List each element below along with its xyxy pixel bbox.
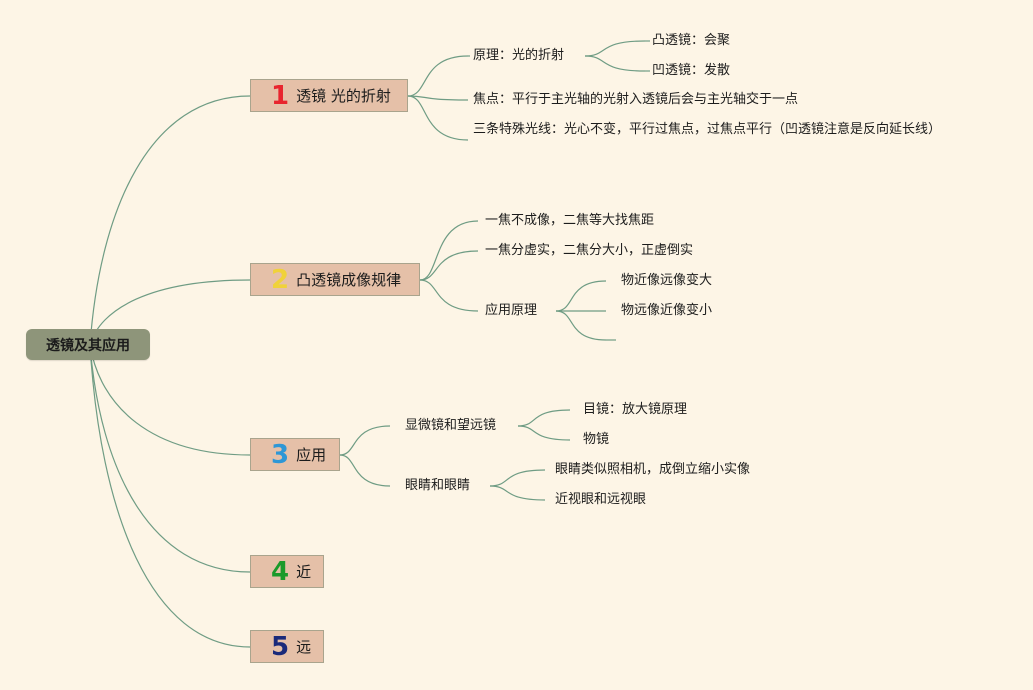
topic-farther-smaller[interactable]: 物远像近像变小 bbox=[621, 303, 713, 318]
branch-3-label: 应用 bbox=[296, 446, 327, 464]
branch-4-label: 近 bbox=[296, 563, 312, 581]
link-b2-rule1 bbox=[419, 220, 479, 281]
link-principle-concave bbox=[584, 55, 646, 72]
link-scope-eyepiece bbox=[517, 409, 571, 427]
branch-2[interactable]: 2 凸透镜成像规律 bbox=[250, 263, 420, 296]
link-eyes-camera bbox=[489, 469, 546, 487]
branch-3[interactable]: 3 应用 bbox=[250, 438, 340, 471]
topic-rule-1[interactable]: 一焦不成像，二焦等大找焦距 bbox=[485, 213, 655, 228]
branch-5[interactable]: 5 远 bbox=[250, 630, 324, 663]
link-eyes-myopia bbox=[489, 485, 546, 501]
link-root-branch-5 bbox=[89, 344, 251, 648]
link-root-branch-4 bbox=[89, 344, 251, 573]
topic-eyepiece[interactable]: 目镜：放大镜原理 bbox=[583, 402, 688, 417]
link-b2-rule2 bbox=[419, 250, 479, 281]
link-b1-principle bbox=[407, 55, 469, 97]
link-scope-objective bbox=[517, 425, 571, 441]
link-b1-focus bbox=[407, 95, 469, 101]
link-root-branch-3 bbox=[89, 344, 251, 456]
topic-myopia-hyperopia[interactable]: 近视眼和远视眼 bbox=[555, 492, 647, 507]
number-1-badge: 1 bbox=[271, 80, 290, 111]
topic-convex-converge[interactable]: 凸透镜：会聚 bbox=[652, 33, 731, 48]
branch-1[interactable]: 1 透镜 光的折射 bbox=[250, 79, 408, 112]
link-principle-convex bbox=[584, 40, 646, 57]
branch-2-label: 凸透镜成像规律 bbox=[296, 271, 402, 289]
root-topic[interactable]: 透镜及其应用 bbox=[26, 329, 150, 360]
link-app-closer bbox=[555, 280, 607, 312]
link-app-empty bbox=[555, 310, 607, 341]
number-2-badge: 2 bbox=[271, 264, 290, 295]
link-root-branch-1 bbox=[89, 95, 251, 346]
topic-focus[interactable]: 焦点：平行于主光轴的光射入透镜后会与主光轴交于一点 bbox=[473, 92, 799, 107]
number-4-badge: 4 bbox=[271, 556, 290, 587]
link-b3-eyes bbox=[339, 454, 391, 487]
topic-rule-2[interactable]: 一焦分虚实，二焦分大小，正虚倒实 bbox=[485, 243, 694, 258]
number-5-badge: 5 bbox=[271, 631, 290, 662]
topic-eye-camera[interactable]: 眼睛类似照相机，成倒立缩小实像 bbox=[555, 462, 751, 477]
branch-5-label: 远 bbox=[296, 638, 312, 656]
number-3-badge: 3 bbox=[271, 439, 290, 470]
link-b3-scope bbox=[339, 425, 391, 456]
topic-principle[interactable]: 原理：光的折射 bbox=[473, 48, 565, 63]
topic-special-rays[interactable]: 三条特殊光线：光心不变，平行过焦点，过焦点平行（凹透镜注意是反向延长线） bbox=[473, 122, 942, 137]
topic-closer-larger[interactable]: 物近像远像变大 bbox=[621, 273, 713, 288]
topic-eyes[interactable]: 眼睛和眼睛 bbox=[405, 478, 471, 493]
link-b2-app bbox=[419, 279, 479, 312]
topic-microscope-telescope[interactable]: 显微镜和望远镜 bbox=[405, 418, 497, 433]
topic-concave-diverge[interactable]: 凹透镜：发散 bbox=[652, 63, 731, 78]
topic-application-principle[interactable]: 应用原理 bbox=[485, 303, 538, 318]
branch-4[interactable]: 4 近 bbox=[250, 555, 324, 588]
topic-objective[interactable]: 物镜 bbox=[583, 432, 610, 447]
branch-1-label: 透镜 光的折射 bbox=[296, 87, 391, 105]
link-b1-rays bbox=[407, 95, 469, 141]
